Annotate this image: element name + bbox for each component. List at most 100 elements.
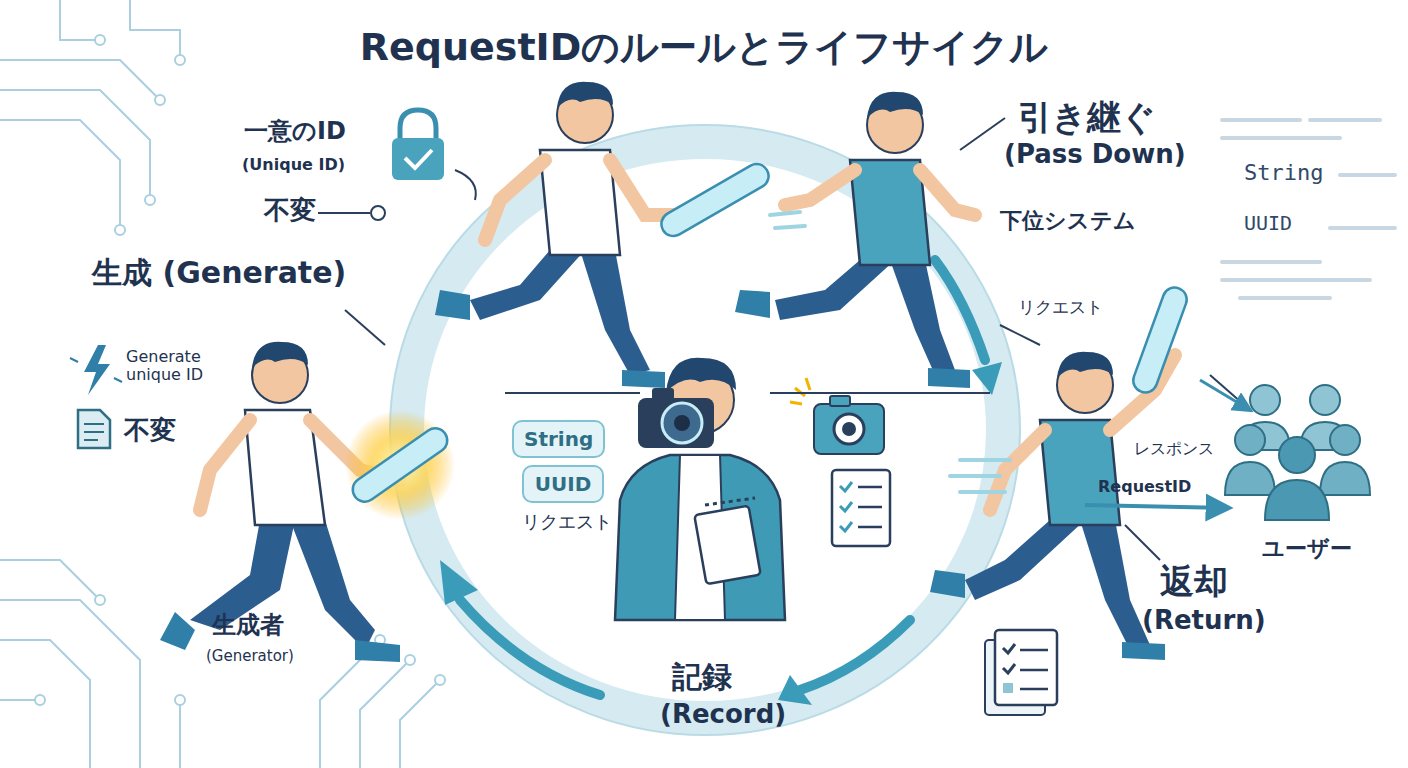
users-icon-part	[1330, 425, 1360, 455]
doc-icon-part	[84, 431, 104, 433]
bubble-text: UUID	[535, 472, 592, 496]
users-icon-part	[1250, 385, 1280, 415]
checklist-icon-part	[995, 630, 1057, 705]
baton	[1130, 284, 1190, 396]
users-icon	[1225, 385, 1370, 520]
photographer-part	[666, 358, 736, 392]
code-lines	[1222, 120, 1395, 298]
runner-top-left-part	[557, 82, 613, 108]
text-label: レスポンス	[1134, 440, 1214, 458]
lock-icon-part	[400, 110, 436, 140]
leader-lines	[318, 118, 1250, 560]
bubble-text: String	[524, 427, 593, 451]
baton-part	[1130, 284, 1190, 396]
lightning-icon	[70, 345, 122, 395]
leader-lines-part	[1000, 325, 1040, 345]
runner-top-right-part	[775, 260, 895, 320]
circuit-lines-part	[0, 560, 100, 600]
camera-icon-part	[790, 378, 810, 404]
text-label: 生成者	[212, 612, 284, 640]
ground-lines-part	[770, 392, 990, 394]
runner-top-left	[435, 82, 695, 388]
ring-arrow-heads-part	[440, 560, 478, 605]
baton-part	[348, 424, 452, 507]
leader-lines-part	[455, 170, 476, 200]
runner-generator-part	[290, 520, 375, 650]
text-label: 返却	[1160, 562, 1228, 601]
runner-return-part	[990, 430, 1045, 510]
runner-top-left-part	[435, 290, 470, 320]
ground-lines	[505, 392, 990, 394]
diagram-title: RequestIDのルールとライフサイクル	[0, 22, 1408, 73]
checklist-icon-part	[832, 470, 890, 546]
lock-icon-part	[405, 150, 432, 168]
text-label: 引き継ぐ	[1018, 98, 1156, 137]
photographer	[615, 358, 785, 620]
users-icon-part	[1225, 462, 1275, 495]
camera-icon-part	[842, 422, 856, 436]
photographer-part	[652, 388, 674, 400]
text-label: 一意のID	[244, 118, 346, 146]
circuit-lines-part	[0, 120, 120, 230]
runner-top-left-part	[470, 250, 585, 320]
text-label: String	[1244, 160, 1323, 185]
runner-top-right-part	[928, 368, 970, 388]
text-label: (Record)	[660, 700, 786, 730]
checklist-icon-part	[858, 487, 882, 527]
users-icon-part	[1235, 425, 1265, 455]
lock-icon	[392, 110, 444, 180]
circuit-dots-part	[405, 655, 415, 665]
circuit-lines-part	[0, 60, 160, 100]
ring-arrows-part	[460, 600, 600, 695]
circuit-lines-part	[60, 0, 100, 40]
text-label: 下位システム	[1000, 208, 1136, 233]
return-arrow	[1085, 505, 1228, 508]
runner-generator-part	[252, 342, 308, 368]
circuit-lines-part	[0, 640, 90, 768]
circuit-lines-part	[400, 680, 440, 768]
baton-glow	[345, 410, 455, 520]
doc-icon-part	[84, 423, 104, 425]
photographer-part	[662, 403, 702, 443]
runner-top-right-part	[890, 260, 955, 375]
users-icon-part	[1310, 385, 1340, 415]
code-lines-part	[1222, 260, 1320, 264]
camera-icon-part	[834, 414, 864, 444]
photographer-part	[638, 398, 714, 448]
runner-top-right-part	[867, 92, 923, 118]
runner-top-left-part	[622, 370, 665, 388]
text-label: 不変	[264, 196, 316, 226]
lightning-icon-part	[70, 358, 78, 362]
runner-top-right	[735, 92, 975, 388]
camera-icon	[790, 378, 884, 454]
lightning-icon-part	[84, 345, 110, 395]
runner-generator-part	[200, 420, 250, 510]
text-label: 生成 (Generate)	[92, 256, 346, 291]
doc-icon-part	[78, 410, 110, 448]
text-label: 記録	[672, 660, 732, 695]
lifecycle-ring-edge	[390, 125, 1020, 735]
circuit-dots	[35, 35, 445, 705]
code-lines-part	[1330, 226, 1395, 230]
runner-return-part	[1122, 642, 1165, 660]
code-lines-part	[1340, 173, 1395, 177]
camera-icon-part	[814, 404, 884, 454]
text-label: (Generator)	[206, 648, 294, 665]
lightning-icon-part	[114, 378, 122, 382]
runner-return-part	[930, 570, 965, 598]
circuit-dots-part	[95, 35, 105, 45]
camera-icon-part	[830, 396, 850, 406]
runner-top-right-part	[785, 170, 855, 205]
runner-top-left-part	[485, 160, 545, 240]
text-label: 不変	[124, 416, 176, 446]
text-label: (Return)	[1142, 606, 1266, 636]
runner-return-part	[965, 520, 1085, 600]
text-label: (Pass Down)	[1004, 140, 1186, 170]
leader-lines-part	[318, 212, 370, 214]
runner-generator-part	[160, 612, 195, 650]
circuit-lines-part	[0, 90, 150, 200]
lock-icon-part	[392, 138, 444, 180]
circuit-dots-part	[435, 675, 445, 685]
circuit-lines-part	[360, 660, 410, 768]
users-icon-part	[1279, 437, 1315, 473]
